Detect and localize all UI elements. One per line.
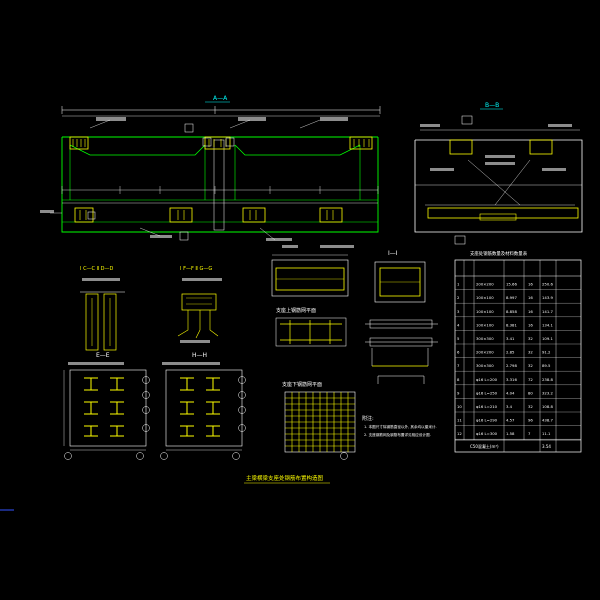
view-title-ii: I—I bbox=[388, 250, 398, 257]
table-cell-no: 11 bbox=[457, 418, 462, 423]
table-cell-n: 32 bbox=[528, 363, 533, 368]
table-cell-spec: φ16 L=250 bbox=[476, 390, 498, 395]
view-title-ee: E—E bbox=[96, 352, 110, 359]
table-cell-tot: 438.7 bbox=[542, 418, 553, 423]
section-cc-dd: Ⅰ C—C Ⅱ D—D bbox=[80, 266, 125, 351]
table-cell-no: 10 bbox=[457, 404, 462, 409]
table-cell-spec: φ16 L=200 bbox=[476, 377, 498, 382]
table-cell-no: 2 bbox=[457, 295, 460, 300]
table-cell-spec: 200×200 bbox=[476, 350, 494, 355]
view-title-hh: H—H bbox=[192, 352, 207, 359]
table-cell-wt: 8.997 bbox=[506, 295, 517, 300]
table-cell-wt: 3.41 bbox=[506, 336, 515, 341]
drawing-title: 主梁横梁支座处钢筋布置构造图 bbox=[246, 474, 324, 482]
table-cell-tot: 141.7 bbox=[542, 309, 553, 314]
table-cell-tot: 238.8 bbox=[542, 377, 553, 382]
table-cell-wt: 3.316 bbox=[506, 377, 517, 382]
table-cell-n: 16 bbox=[528, 309, 533, 314]
plan-lower: 支座下钢筋网平面 bbox=[282, 381, 356, 460]
table-cell-wt: 2.85 bbox=[506, 350, 515, 355]
table-cell-tot: 134.1 bbox=[542, 322, 553, 327]
table-cell-wt: 2.798 bbox=[506, 363, 517, 368]
table-cell-n: 16 bbox=[528, 295, 533, 300]
view-title-cc: Ⅰ C—C Ⅱ D—D bbox=[80, 266, 114, 272]
table-cell-tot: 108.8 bbox=[542, 404, 553, 409]
table-cell-no: 8 bbox=[457, 377, 460, 382]
table-cell-no: 12 bbox=[457, 431, 462, 436]
table-cell-tot: 89.5 bbox=[542, 363, 551, 368]
plan-upper-title: 支座上钢筋网平面 bbox=[276, 307, 316, 314]
plan-mid bbox=[365, 319, 438, 384]
table-cell-tot: 109.1 bbox=[542, 336, 553, 341]
table-cell-n: 32 bbox=[528, 404, 533, 409]
view-title-ff: Ⅰ F—F Ⅱ G—G bbox=[180, 266, 212, 272]
table-cell-tot: 323.2 bbox=[542, 390, 553, 395]
table-cell-no: 1 bbox=[457, 282, 460, 287]
table-cell-no: 5 bbox=[457, 336, 460, 341]
table-cell-tot: 11.1 bbox=[542, 431, 551, 436]
table-cell-spec: φ16 L=210 bbox=[476, 404, 498, 409]
table-cell-wt: 8.858 bbox=[506, 309, 517, 314]
table-cell-spec: 100×100 bbox=[476, 295, 494, 300]
table-cell-n: 80 bbox=[528, 390, 533, 395]
notes-title: 附注: bbox=[362, 415, 374, 422]
table-cell-tot: 250.6 bbox=[542, 282, 553, 287]
table-cell-tot: 143.9 bbox=[542, 295, 553, 300]
table-cell-n: 7 bbox=[528, 431, 531, 436]
table-cell-n: 72 bbox=[528, 377, 533, 382]
table-title: 支座处钢筋数量及材料数量表 bbox=[470, 250, 528, 257]
table-cell-no: 7 bbox=[457, 363, 460, 368]
table-cell-no: 3 bbox=[457, 309, 460, 314]
table-cell-wt: 1.58 bbox=[506, 431, 515, 436]
table-cell-spec: φ16 L=300 bbox=[476, 431, 498, 436]
stirrup-elevation bbox=[271, 245, 354, 297]
note-1: 1. 本图尺寸除钢筋直径以外, 其余均以厘米计. bbox=[364, 424, 437, 429]
table-cell-n: 96 bbox=[528, 418, 533, 423]
table-cell-wt: 4.04 bbox=[506, 390, 515, 395]
table-cell-spec: 100×100 bbox=[476, 322, 494, 327]
table-cell-no: 4 bbox=[457, 322, 460, 327]
table-cell-wt: 15.66 bbox=[506, 282, 517, 287]
table-cell-n: 32 bbox=[528, 336, 533, 341]
section-ff-gg: Ⅰ F—F Ⅱ G—G bbox=[177, 266, 222, 343]
section-hh: H—H bbox=[160, 352, 246, 460]
table-cell-spec: 300×300 bbox=[476, 336, 494, 341]
table-cell-wt: 4.57 bbox=[506, 418, 515, 423]
view-title-main: A—A bbox=[213, 95, 228, 102]
view-title-side: B—B bbox=[485, 102, 499, 109]
table-cell-spec: φ16 L=290 bbox=[476, 418, 498, 423]
table-cell-n: 32 bbox=[528, 350, 533, 355]
note-2: 2. 支座钢筋网及钢筋布置详见相应设计图. bbox=[364, 432, 431, 437]
quantity-table: 支座处钢筋数量及材料数量表 1 200×200 15.66 16 250.6 2 100×1… bbox=[454, 250, 582, 453]
table-cell-n: 16 bbox=[528, 282, 533, 287]
table-cell-spec: 200×200 bbox=[476, 282, 494, 287]
section-ii: I—I bbox=[374, 250, 426, 303]
table-cell-tot: 91.2 bbox=[542, 350, 551, 355]
main-elevation: A—A bbox=[40, 95, 381, 241]
table-cell-spec: 100×100 bbox=[476, 309, 494, 314]
section-ee: E—E bbox=[63, 352, 150, 460]
table-cell-wt: 3.4 bbox=[506, 404, 513, 409]
table-cell-spec: 300×300 bbox=[476, 363, 494, 368]
notes: 附注: 1. 本图尺寸除钢筋直径以外, 其余均以厘米计. 2. 支座钢筋网及钢筋… bbox=[362, 415, 437, 437]
table-cell-n: 16 bbox=[528, 322, 533, 327]
plan-lower-title: 支座下钢筋网平面 bbox=[282, 381, 322, 388]
table-cell-no: 9 bbox=[457, 390, 460, 395]
plan-upper: 支座上钢筋网平面 bbox=[275, 307, 347, 347]
side-section: B—B bbox=[414, 102, 583, 245]
table-footer-label: C50混凝土(m³) bbox=[470, 443, 499, 449]
table-cell-no: 6 bbox=[457, 350, 460, 355]
table-cell-wt: 8.381 bbox=[506, 322, 517, 327]
table-footer-value: 3.54 bbox=[542, 444, 551, 449]
